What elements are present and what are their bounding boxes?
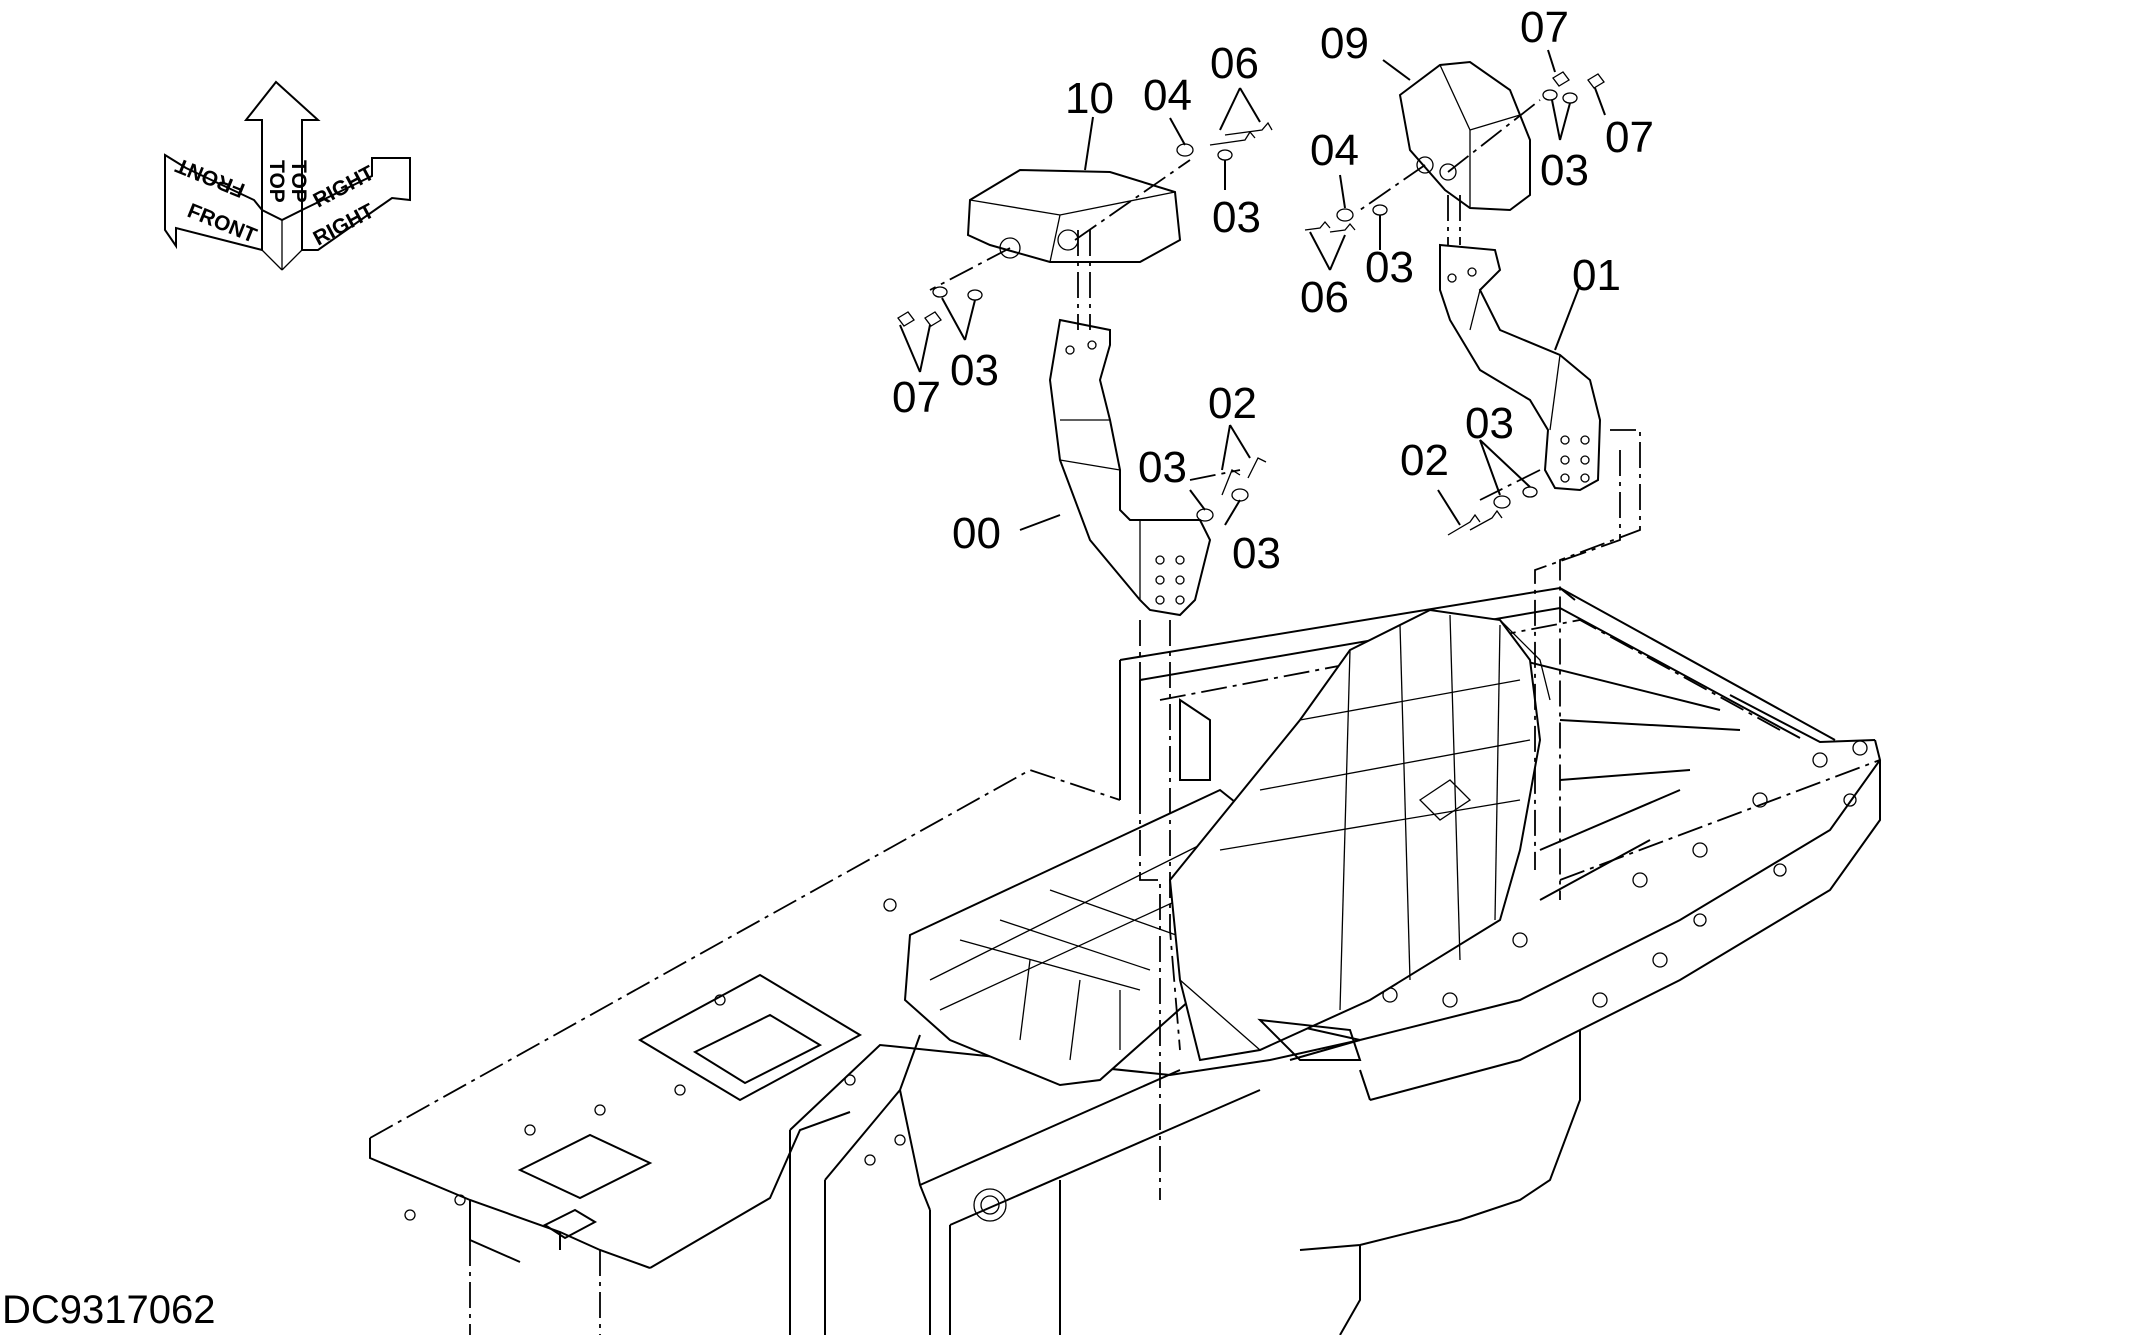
orientation-indicator: FRONT FRONT TOP TOP RIGHT RIGHT: [164, 80, 411, 271]
callout-07-left: 07: [892, 373, 941, 422]
callout-00: 00: [952, 509, 1001, 558]
leader-lines: [899, 49, 1606, 531]
callout-07-right: 07: [1605, 113, 1654, 162]
callout-03-left-mid: 03: [1138, 443, 1187, 492]
callout-01: 01: [1572, 251, 1621, 300]
top-label-mirror: TOP: [287, 160, 310, 203]
callout-03-left-nut: 03: [950, 346, 999, 395]
callout-labels: 10 04 06 03 07 03 02 03 03 00 09 07 07 0…: [892, 3, 1654, 578]
callout-04-left: 04: [1143, 71, 1192, 120]
callout-06-right: 06: [1300, 273, 1349, 322]
callout-03-right-top: 03: [1540, 146, 1589, 195]
callout-02-left: 02: [1208, 379, 1257, 428]
callout-07-right-top: 07: [1520, 3, 1569, 52]
callout-03-left-top: 03: [1212, 193, 1261, 242]
deck-holes: [404, 740, 1868, 1222]
right-armrest-assembly: [1304, 60, 1641, 900]
callout-09: 09: [1320, 19, 1369, 68]
callout-10: 10: [1065, 74, 1114, 123]
drawing-id: DC9317062: [2, 1288, 216, 1332]
machine-frame: [369, 586, 1882, 1335]
callout-03-right-low: 03: [1465, 399, 1514, 448]
top-label: TOP: [265, 160, 288, 203]
left-armrest-assembly: [897, 121, 1273, 1200]
callout-03-left-low: 03: [1232, 529, 1281, 578]
operator-seat: [903, 608, 1551, 1087]
callout-02-right: 02: [1400, 436, 1449, 485]
callout-06-left: 06: [1210, 39, 1259, 88]
callout-04-right: 04: [1310, 126, 1359, 175]
callout-03-right-mid: 03: [1365, 243, 1414, 292]
